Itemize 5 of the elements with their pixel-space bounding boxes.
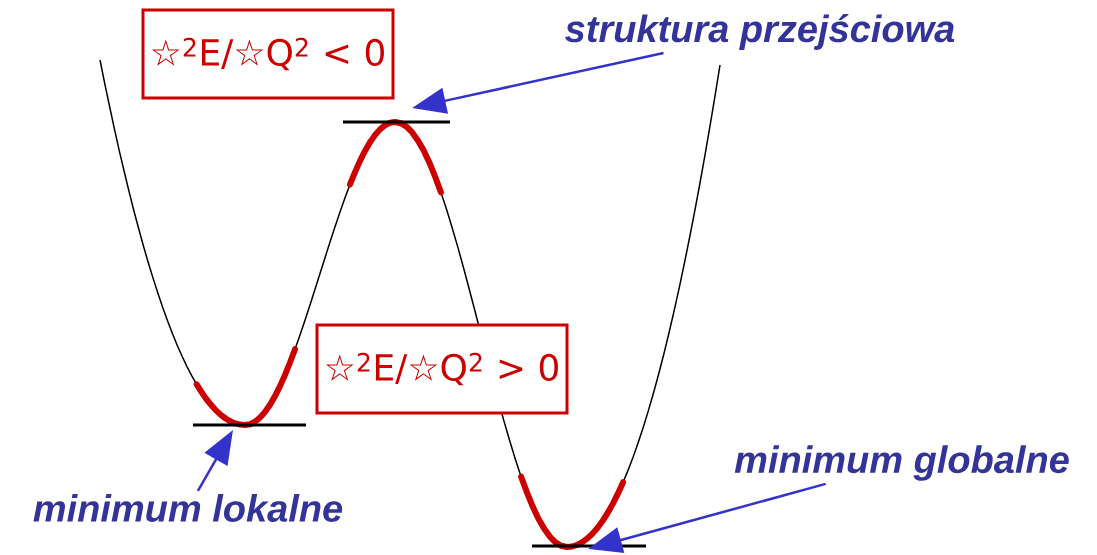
annotation-label: minimum lokalne <box>33 494 343 522</box>
annotation-label: struktura przejściowa <box>565 14 955 50</box>
annotation-label: minimum globalne <box>734 445 1069 481</box>
formula-box: ☆$^{2}$E/☆Q$^{2}$ < 0 <box>141 8 395 100</box>
formula-box: ☆$^{2}$E/☆Q$^{2}$ > 0 <box>315 323 569 415</box>
